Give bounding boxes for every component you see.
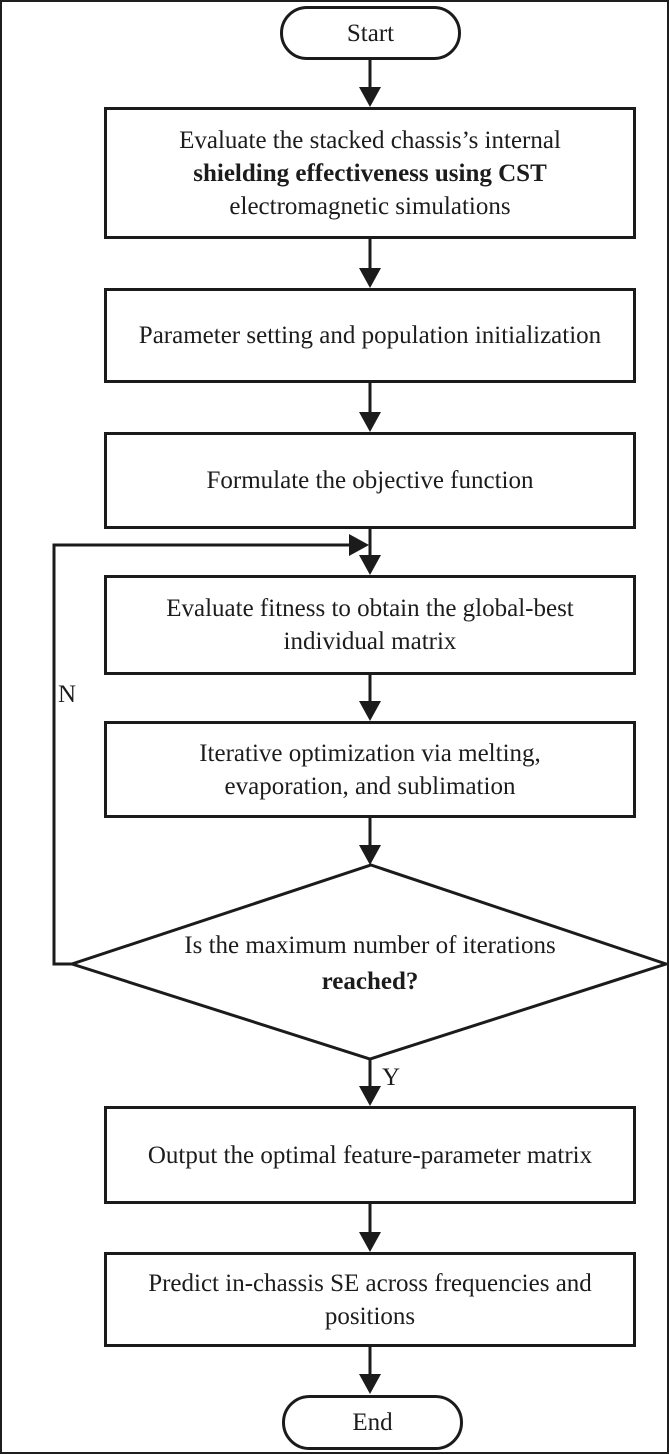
branch-label-yes: Y xyxy=(382,1064,401,1091)
branch-label-no: N xyxy=(58,681,77,708)
process-text-line: shielding effectiveness using CST xyxy=(193,159,547,187)
arrow-objective-to-fitness xyxy=(359,528,381,575)
process-text-line: positions xyxy=(324,1302,416,1330)
process-formulate-objective: Formulate the objective function xyxy=(104,432,636,529)
end-terminator: End xyxy=(282,1395,463,1450)
arrow-fitness-to-iterate xyxy=(359,674,381,721)
loop-return-line xyxy=(52,534,369,966)
arrow-evaluate-to-init xyxy=(359,238,381,288)
decision-text-line: reached? xyxy=(321,968,419,995)
process-text-line: Parameter setting and population initial… xyxy=(138,322,602,349)
process-text-line: Evaluate fitness to obtain the global-be… xyxy=(166,595,574,622)
process-text-line: evaporation, and sublimation xyxy=(224,772,516,800)
decision-text-line: Is the maximum number of iterations xyxy=(184,932,556,959)
process-parameter-init: Parameter setting and population initial… xyxy=(104,288,636,383)
arrow-predict-to-end xyxy=(359,1346,381,1394)
decision-max-iterations: Is the maximum number of iterations reac… xyxy=(104,928,636,1000)
process-text-line: electromagnetic simulations xyxy=(229,192,511,220)
process-text-line: Output the optimal feature-parameter mat… xyxy=(147,1141,593,1169)
process-evaluate-shielding: Evaluate the stacked chassis’s internal … xyxy=(104,107,636,239)
process-text-line: individual matrix xyxy=(283,628,457,655)
process-text-line: Iterative optimization via melting, xyxy=(199,739,541,767)
process-text-line: Formulate the objective function xyxy=(206,467,534,494)
arrow-output-to-predict xyxy=(359,1203,381,1252)
start-label: Start xyxy=(346,19,395,47)
process-output-matrix: Output the optimal feature-parameter mat… xyxy=(104,1106,636,1204)
arrow-iterate-to-decision xyxy=(359,817,381,865)
process-text-line: Predict in-chassis SE across frequencies… xyxy=(148,1269,592,1297)
arrow-start-to-evaluate xyxy=(359,59,381,107)
end-label: End xyxy=(352,1409,393,1436)
process-iterative-optimization: Iterative optimization via melting, evap… xyxy=(104,721,636,818)
process-predict-se: Predict in-chassis SE across frequencies… xyxy=(104,1252,636,1347)
process-evaluate-fitness: Evaluate fitness to obtain the global-be… xyxy=(104,575,636,675)
arrow-decision-to-output xyxy=(359,1058,381,1106)
start-terminator: Start xyxy=(280,6,461,60)
process-text-line: Evaluate the stacked chassis’s internal xyxy=(179,126,561,154)
arrow-init-to-objective xyxy=(359,382,381,432)
